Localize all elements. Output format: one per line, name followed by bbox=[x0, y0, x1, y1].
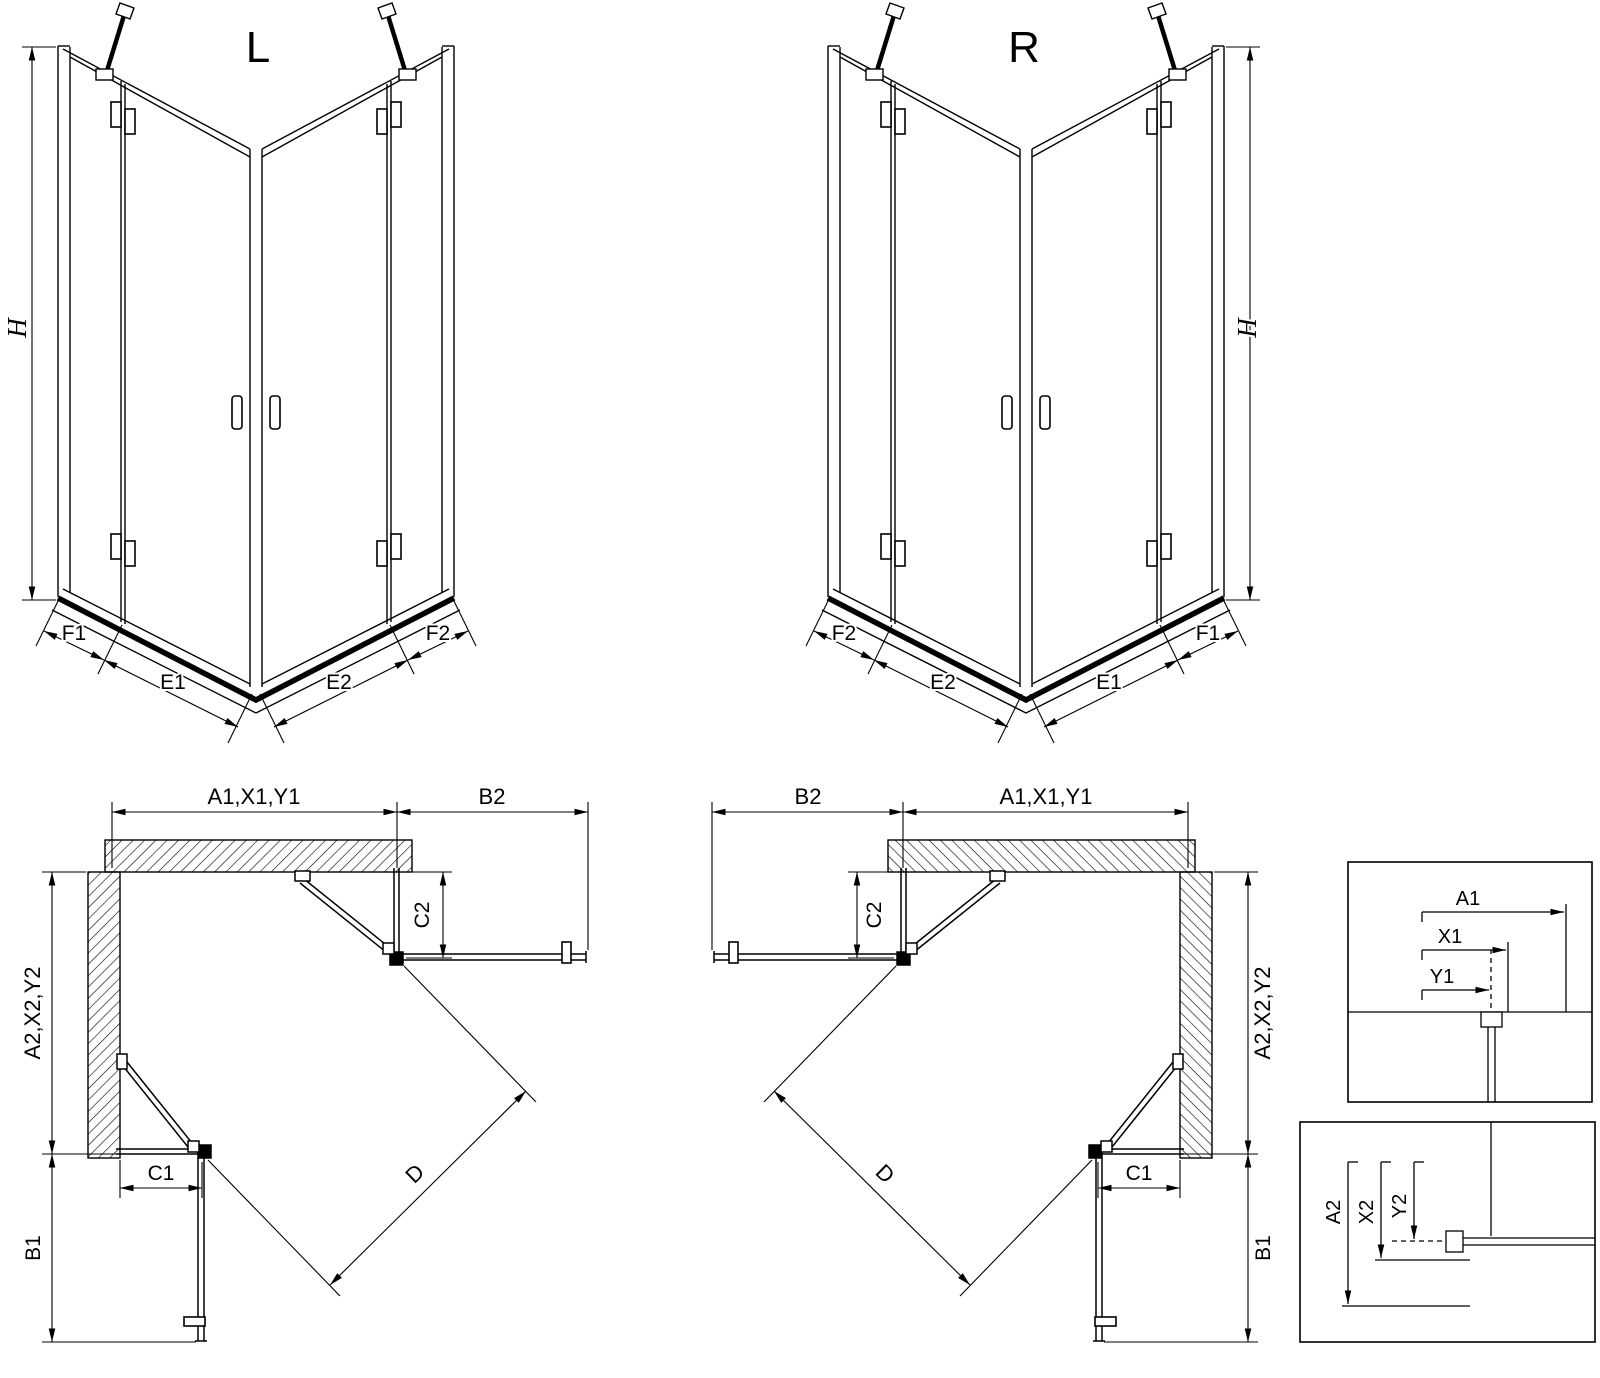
dimension-label-f1: F1 bbox=[62, 622, 87, 645]
dimension-label-a2x2y2: A2,X2,Y2 bbox=[1250, 967, 1275, 1060]
dimension-label-f2: F2 bbox=[426, 622, 451, 645]
dimension-label-y1: Y1 bbox=[1430, 966, 1454, 988]
dimension-label-d: D bbox=[400, 1159, 429, 1188]
dimension-label-c1: C1 bbox=[148, 1162, 175, 1185]
variant-label-right: R bbox=[1008, 23, 1040, 72]
detail-box-top: A1 X1 Y1 bbox=[1347, 861, 1593, 1103]
dimension-label-a2: A2 bbox=[1323, 1200, 1345, 1224]
dimension-label-b1: B1 bbox=[22, 1235, 45, 1261]
dimension-label-d: D bbox=[871, 1159, 900, 1188]
dimension-label-f2: F2 bbox=[832, 622, 857, 645]
dimension-label-c2: C2 bbox=[863, 902, 886, 929]
dimension-label-e1: E1 bbox=[1096, 671, 1122, 694]
dimension-label-e2: E2 bbox=[930, 671, 956, 694]
dimension-label-c2: C2 bbox=[411, 902, 434, 929]
dimension-label-x1: X1 bbox=[1438, 926, 1462, 948]
dimension-label-e1: E1 bbox=[160, 671, 186, 694]
detail-top-geometry bbox=[1347, 861, 1593, 1103]
front-view-right: R H F2 E2 E1 F1 bbox=[806, 3, 1264, 743]
dimension-label-a1x1y1: A1,X1,Y1 bbox=[208, 784, 301, 809]
detail-box-bottom: A2 X2 Y2 bbox=[1299, 1121, 1596, 1343]
plan-view-left: A1,X1,Y1 B2 C2 A2,X2,Y2 C1 B1 D bbox=[18, 782, 588, 1342]
dimension-label-b2: B2 bbox=[795, 784, 822, 809]
dimension-label-y2: Y2 bbox=[1389, 1194, 1411, 1218]
dimension-label-f1: F1 bbox=[1196, 622, 1221, 645]
dimension-label-a2x2y2: A2,X2,Y2 bbox=[20, 967, 45, 1060]
height-dimension-label: H bbox=[2, 317, 32, 339]
dimension-label-a1: A1 bbox=[1456, 888, 1480, 910]
plan-view-right: B2 A1,X1,Y1 C2 A2,X2,Y2 C1 B1 D bbox=[712, 782, 1277, 1342]
dimension-label-e2: E2 bbox=[326, 671, 352, 694]
dimension-label-x2: X2 bbox=[1356, 1200, 1378, 1224]
front-view-left: L H F1 E1 E2 F2 bbox=[0, 3, 476, 743]
dimension-label-b1: B1 bbox=[1252, 1235, 1275, 1261]
dimension-label-c1: C1 bbox=[1126, 1162, 1153, 1185]
detail-bottom-geometry bbox=[1299, 1121, 1596, 1343]
variant-label-left: L bbox=[246, 23, 270, 72]
height-dimension-label: H bbox=[1232, 317, 1262, 339]
dimension-label-b2: B2 bbox=[479, 784, 506, 809]
dimension-label-a1x1y1: A1,X1,Y1 bbox=[1000, 784, 1093, 809]
